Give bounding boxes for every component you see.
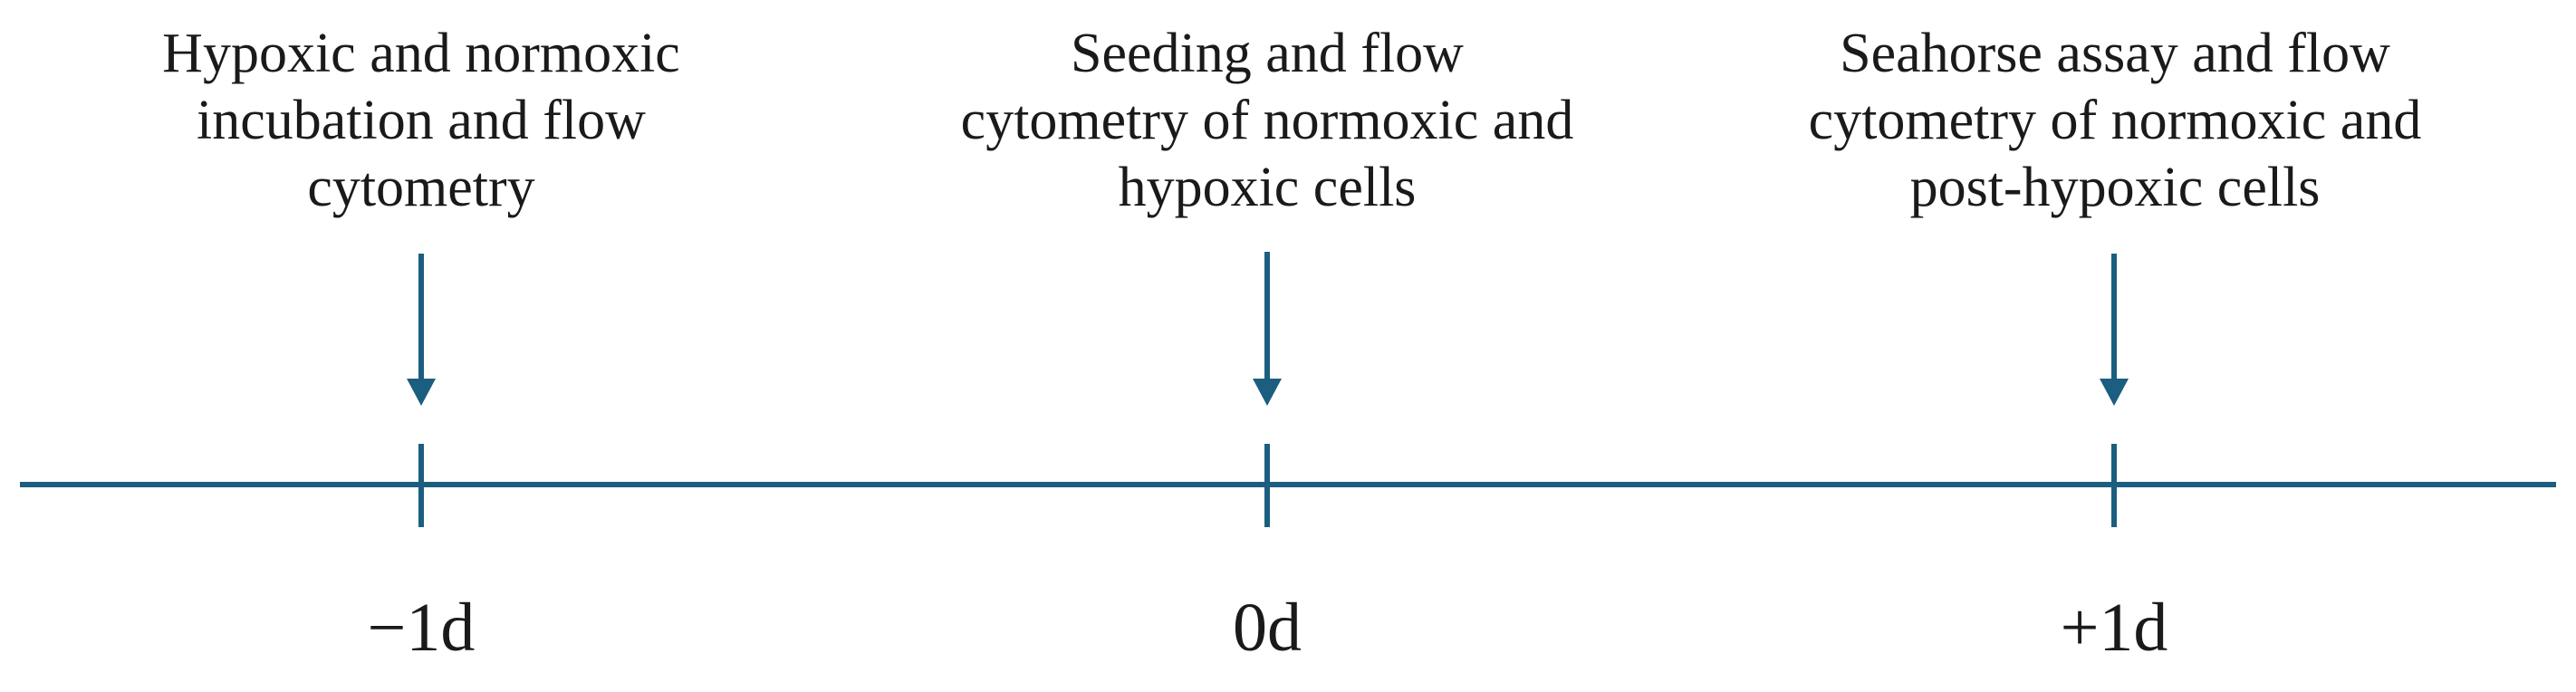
- event-label-minus-1d: Hypoxic and normoxic incubation and flow…: [14, 20, 829, 221]
- event-label-line: cytometry: [307, 157, 535, 218]
- event-label-plus-1d: Seahorse assay and flow cytometry of nor…: [1707, 20, 2523, 221]
- event-label-line: cytometry of normoxic and: [960, 90, 1574, 151]
- arrow-plus-1d: [2100, 254, 2129, 406]
- event-label-line: cytometry of normoxic and: [1808, 90, 2422, 151]
- event-label-line: incubation and flow: [197, 90, 646, 151]
- event-label-line: Seahorse assay and flow: [1840, 23, 2390, 84]
- event-label-line: Seeding and flow: [1071, 23, 1464, 84]
- tick-label-minus-1d: −1d: [367, 590, 476, 666]
- arrow-0d: [1253, 252, 1282, 406]
- tick-label-plus-1d: +1d: [2060, 590, 2168, 666]
- tick-label-0d: 0d: [1233, 590, 1302, 666]
- event-label-0d: Seeding and flow cytometry of normoxic a…: [860, 20, 1675, 221]
- event-label-line: Hypoxic and normoxic: [162, 23, 680, 84]
- arrow-minus-1d: [407, 254, 436, 406]
- event-label-line: hypoxic cells: [1118, 157, 1417, 218]
- event-label-line: post-hypoxic cells: [1909, 157, 2321, 218]
